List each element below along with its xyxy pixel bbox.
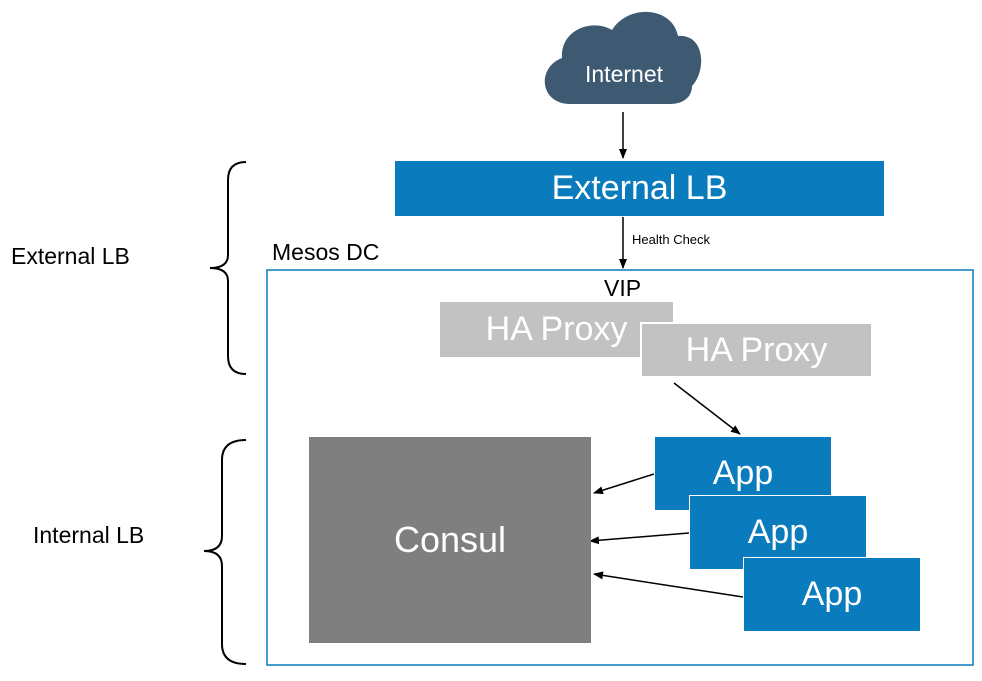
ha-proxy-label-2: HA Proxy: [685, 330, 828, 369]
external-lb-bracket-label: External LB: [11, 243, 130, 269]
app3-to-consul-arrow: [593, 571, 744, 598]
consul-box: Consul: [309, 437, 591, 643]
consul-label: Consul: [393, 519, 507, 560]
external-lb-box: External LB: [395, 161, 884, 216]
mesos-dc-frame: [266, 269, 974, 666]
internal-lb-bracket-label: Internal LB: [33, 522, 145, 548]
app1-to-consul-arrow: [593, 473, 655, 495]
app-box-3: App: [743, 557, 921, 632]
health-check-label: Health Check: [632, 232, 711, 247]
app-label-2: App: [747, 513, 809, 551]
haproxy-to-app-arrow: [673, 382, 741, 435]
app2-to-consul-arrow: [589, 532, 690, 545]
ha-proxy-box-1: HA Proxy: [440, 302, 673, 357]
external-lb-bracket: [209, 161, 247, 375]
internal-lb-bracket: [203, 439, 247, 665]
vip-label: VIP: [604, 275, 642, 301]
app-label-1: App: [712, 454, 774, 492]
ha-proxy-label-1: HA Proxy: [485, 310, 628, 348]
mesos-dc-label: Mesos DC: [272, 239, 380, 265]
cloud-icon: [544, 11, 702, 104]
internet-label: Internet: [585, 61, 663, 87]
app-label-3: App: [801, 575, 863, 613]
ha-proxy-box-2: HA Proxy: [640, 322, 871, 376]
external-lb-box-label: External LB: [551, 169, 728, 207]
